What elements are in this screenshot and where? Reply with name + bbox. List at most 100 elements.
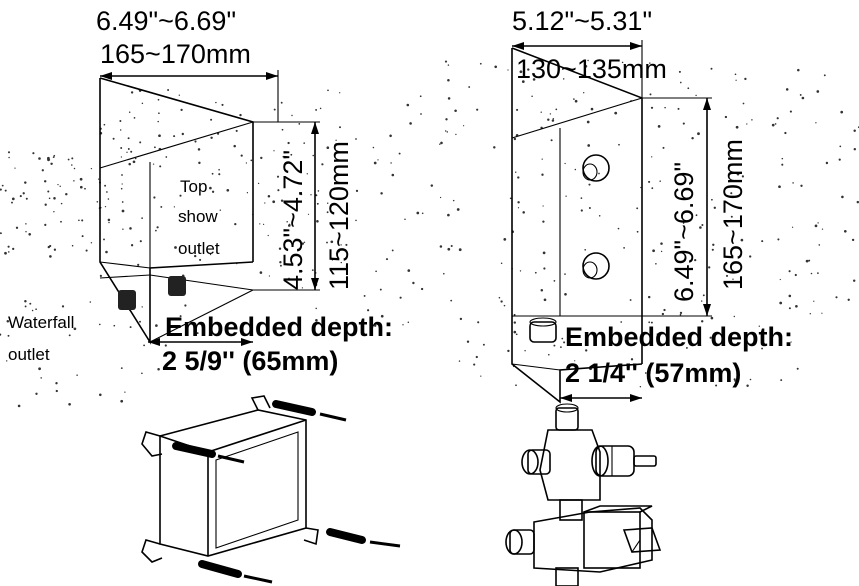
speckle-dot (547, 118, 550, 121)
waterfall-outlet-label-2: outlet (8, 345, 50, 364)
speckle-dot (574, 99, 578, 103)
speckle-dot (450, 299, 453, 302)
speckle-dot (7, 151, 11, 154)
speckle-dot (679, 81, 682, 84)
speckle-dot (447, 213, 450, 217)
right-height-mm-label: 165~170mm (718, 139, 748, 290)
speckle-dot (687, 87, 690, 90)
speckle-dot (12, 247, 15, 251)
speckle-dot (336, 150, 339, 153)
speckle-dot (280, 101, 283, 104)
speckle-dot (71, 244, 74, 247)
right-outlet-fitting-top (582, 154, 610, 182)
speckle-dot (507, 349, 510, 353)
speckle-dot (6, 360, 8, 362)
speckle-dot (791, 226, 794, 228)
speckle-dot (614, 111, 618, 115)
speckle-dot (141, 372, 143, 375)
speckle-dot (447, 79, 450, 82)
speckle-dot (6, 319, 10, 323)
speckle-dot (199, 258, 202, 261)
speckle-dot (98, 323, 101, 326)
speckle-dot (795, 304, 798, 308)
speckle-dot (553, 344, 556, 347)
speckle-dot (814, 224, 818, 228)
speckle-dot (788, 294, 792, 298)
speckle-dot (68, 334, 71, 337)
speckle-dot (245, 162, 248, 164)
speckle-dot (133, 117, 136, 119)
right-width-mm-label: 130~135mm (516, 54, 667, 84)
speckle-dot (588, 207, 591, 209)
speckle-dot (661, 312, 665, 316)
speckle-dot (636, 230, 639, 233)
speckle-dot (121, 209, 125, 213)
speckle-dot (329, 204, 332, 207)
speckle-dot (345, 243, 348, 246)
speckle-dot (120, 147, 123, 149)
speckle-dot (587, 59, 589, 62)
speckle-dot (475, 355, 478, 359)
speckle-dot (521, 80, 525, 83)
speckle-dot (61, 305, 65, 308)
speckle-dot (651, 156, 653, 158)
speckle-dot (741, 175, 745, 178)
speckle-dot (550, 139, 553, 142)
speckle-dot (267, 234, 269, 237)
speckle-dot (639, 385, 642, 388)
speckle-dot (112, 137, 115, 140)
speckle-dot (543, 267, 546, 270)
speckle-dot (345, 265, 348, 268)
speckle-dot (565, 195, 567, 197)
speckle-dot (52, 156, 55, 158)
speckle-dot (515, 333, 518, 336)
speckle-dot (326, 146, 330, 150)
speckle-dot (540, 289, 544, 292)
speckle-dot (38, 157, 41, 160)
speckle-dot (173, 135, 176, 138)
speckle-dot (560, 346, 562, 348)
speckle-dot (234, 222, 237, 226)
speckle-dot (29, 302, 32, 305)
speckle-dot (121, 201, 124, 203)
speckle-dot (0, 333, 2, 336)
speckle-dot (157, 120, 159, 123)
speckle-dot (548, 353, 550, 356)
speckle-dot (799, 93, 802, 96)
speckle-dot (776, 117, 779, 120)
speckle-dot (617, 227, 620, 230)
speckle-dot (420, 113, 422, 115)
speckle-dot (735, 125, 739, 129)
speckle-dot (43, 180, 47, 183)
speckle-dot (447, 97, 451, 100)
speckle-dot (853, 129, 856, 133)
speckle-dot (60, 202, 63, 205)
speckle-dot (711, 198, 713, 201)
speckle-dot (105, 250, 108, 254)
speckle-dot (78, 219, 80, 222)
speckle-dot (327, 89, 329, 92)
speckle-dot (194, 254, 197, 258)
right-depth-value: 2 1/4'' (57mm) (565, 358, 741, 388)
speckle-dot (445, 118, 448, 121)
speckle-dot (268, 275, 270, 277)
speckle-dot (73, 327, 77, 331)
speckle-dot (57, 183, 59, 186)
speckle-dot (677, 107, 680, 110)
speckle-dot (84, 187, 86, 190)
speckle-dot (194, 140, 197, 143)
speckle-dot (103, 238, 105, 241)
speckle-dot (153, 146, 156, 149)
speckle-dot (139, 320, 141, 323)
speckle-dot (856, 200, 859, 204)
speckle-dot (555, 108, 558, 111)
speckle-dot (551, 119, 555, 122)
speckle-dot (157, 98, 160, 101)
speckle-dot (623, 247, 625, 249)
speckle-dot (847, 298, 850, 301)
speckle-dot (503, 238, 507, 241)
speckle-dot (476, 108, 479, 111)
speckle-dot (447, 64, 450, 66)
speckle-dot (44, 223, 47, 227)
speckle-dot (158, 112, 160, 115)
